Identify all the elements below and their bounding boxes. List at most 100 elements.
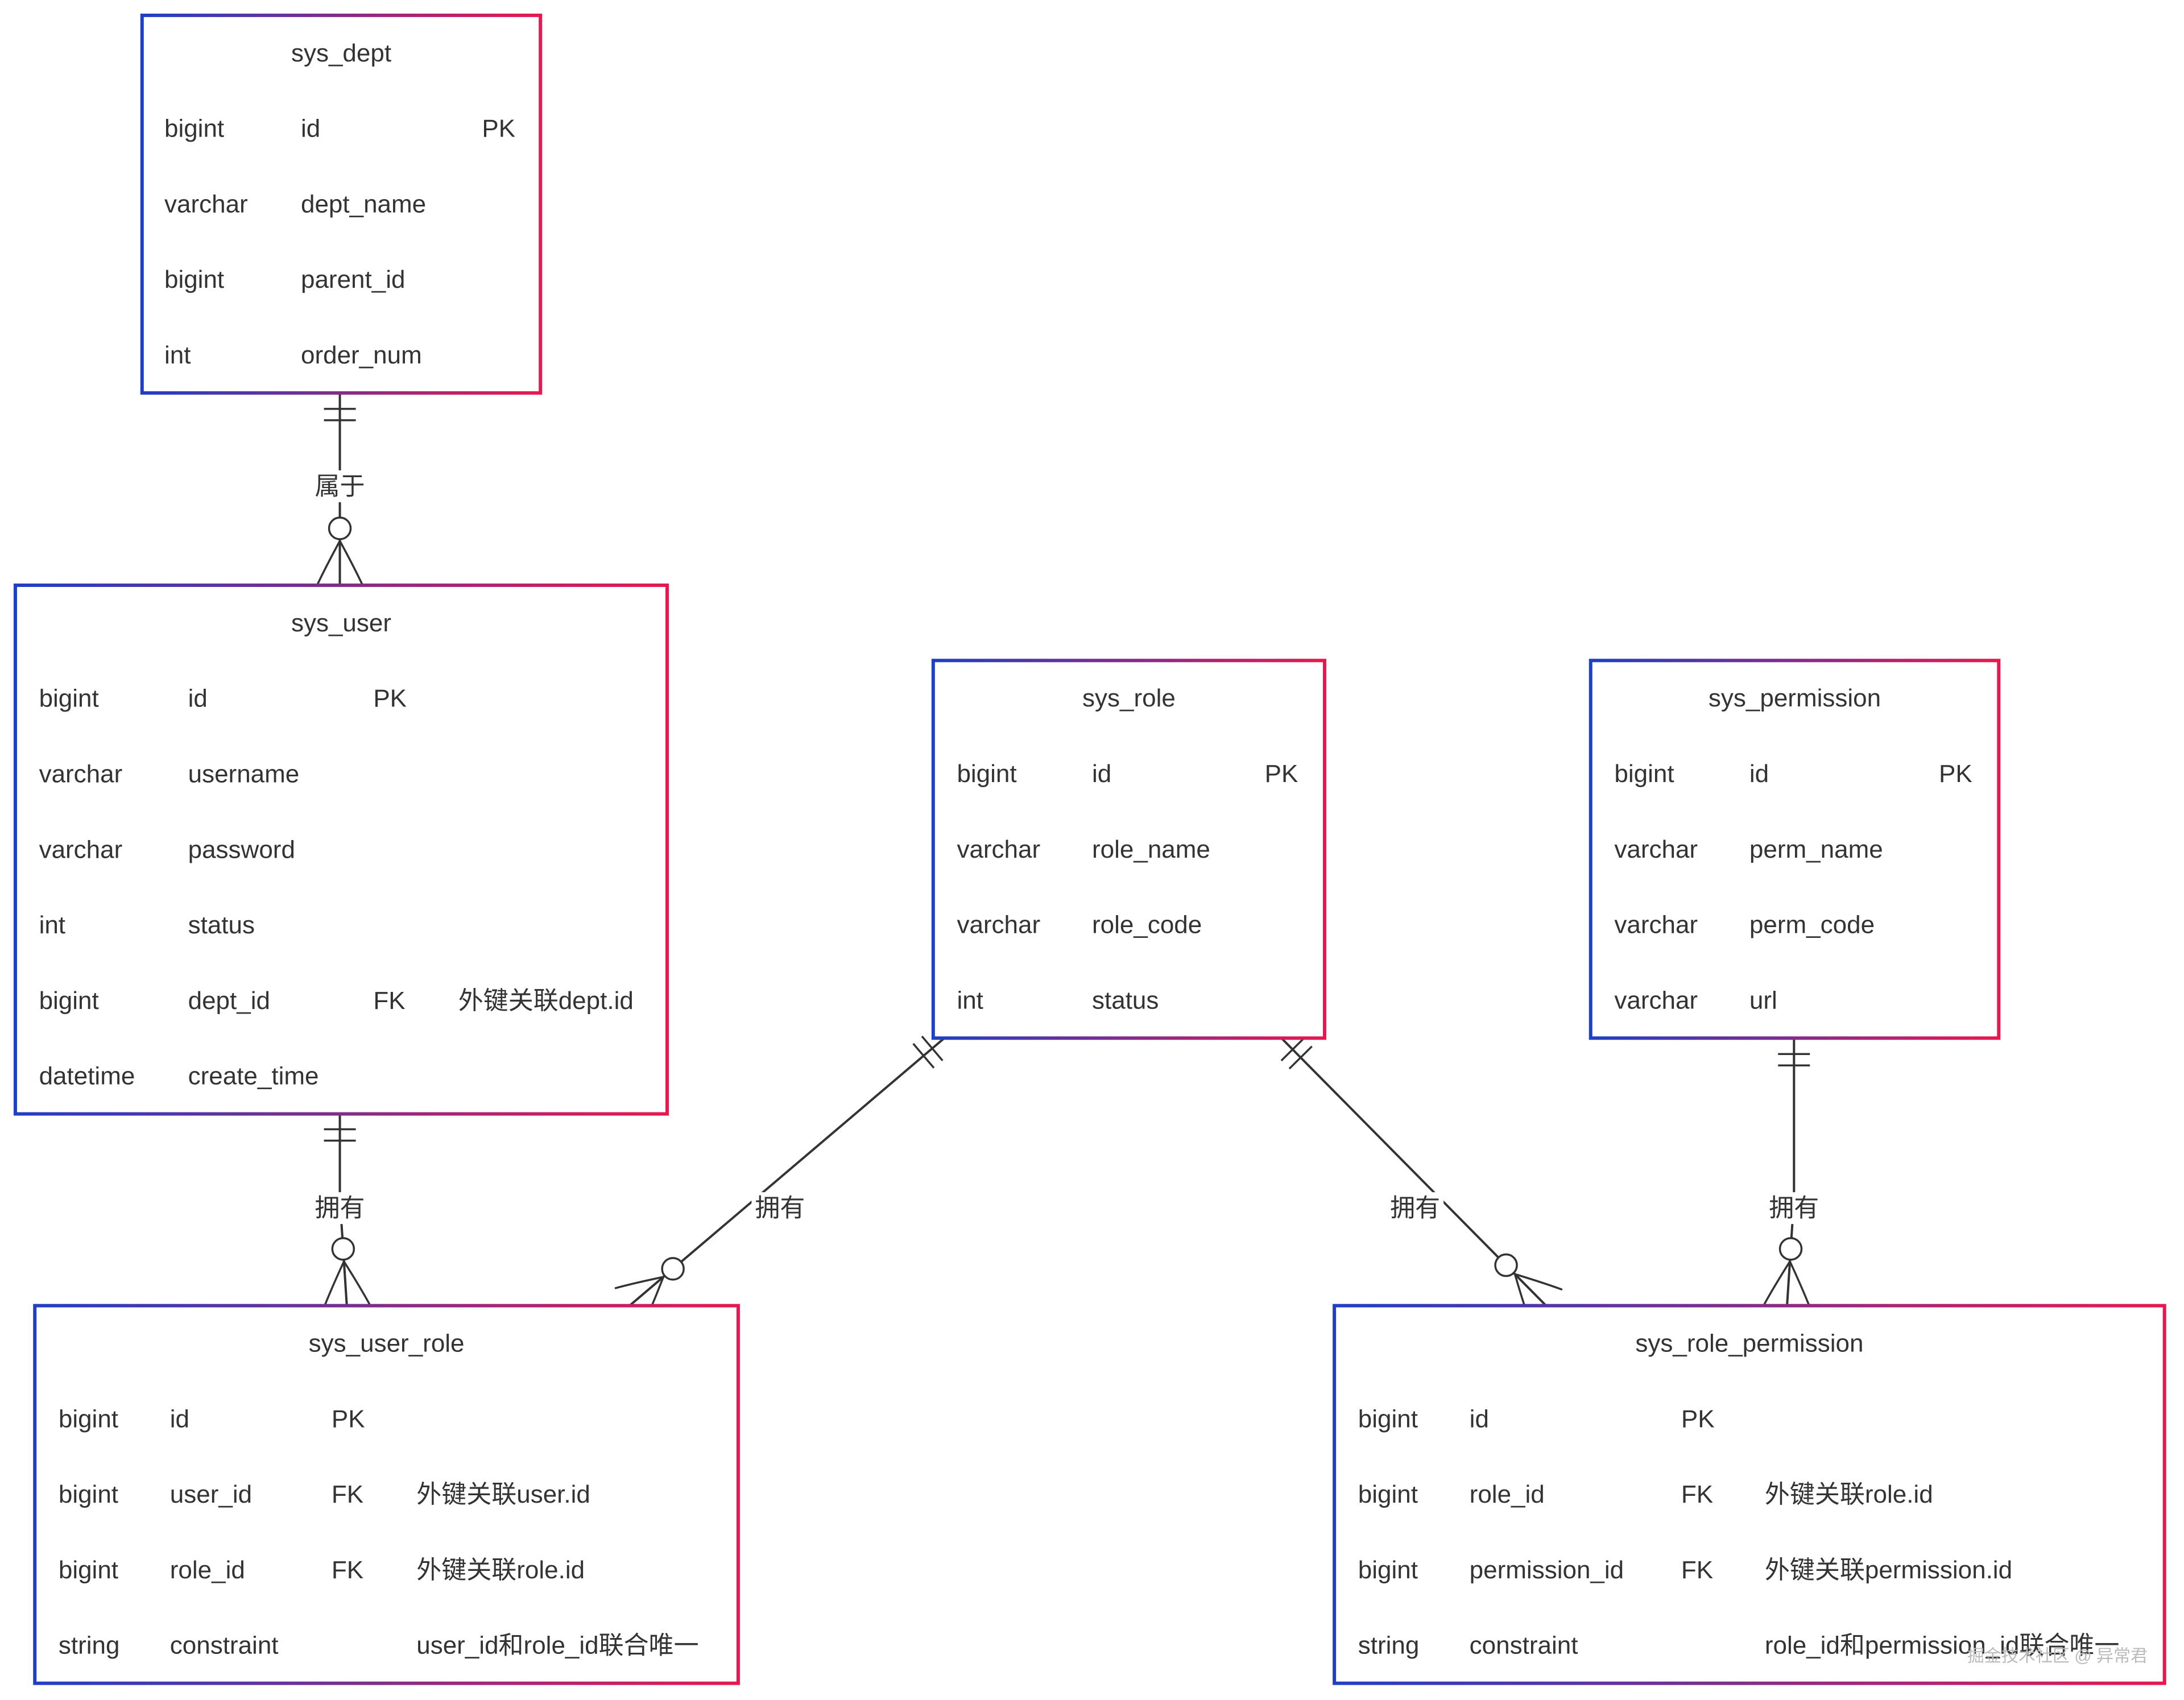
attribute-type: bigint <box>59 1556 118 1584</box>
attribute-name: perm_code <box>1749 911 1875 939</box>
attribute-type: datetime <box>39 1062 135 1090</box>
attribute-name: role_code <box>1092 911 1202 939</box>
attribute-key: FK <box>373 987 405 1015</box>
attribute-type: varchar <box>1614 986 1698 1014</box>
attribute-name: dept_name <box>301 190 426 218</box>
entity-box <box>33 1304 740 1685</box>
attribute-row: bigint id PK <box>1614 760 1972 788</box>
cardinality-zero-or-many-marker <box>316 516 364 586</box>
attribute-type: bigint <box>164 266 224 293</box>
attribute-key: PK <box>1939 760 1972 788</box>
attribute-row: varchar username <box>39 760 300 788</box>
attribute-type: varchar <box>39 760 123 788</box>
attribute-type: varchar <box>164 190 248 218</box>
attribute-comment: user_id和role_id联合唯一 <box>416 1632 698 1660</box>
attribute-row: varchar perm_code <box>1614 911 1875 939</box>
relationship-label: 拥有 <box>755 1194 805 1222</box>
attribute-name: password <box>188 835 295 863</box>
attribute-type: bigint <box>1614 760 1674 788</box>
relationship-dept-user[interactable]: 属于 <box>311 392 369 586</box>
entity-box <box>931 659 1326 1040</box>
cardinality-zero-or-many-marker <box>614 1257 685 1323</box>
attribute-type: varchar <box>39 835 123 863</box>
attribute-name: create_time <box>188 1062 319 1090</box>
entity-box <box>1589 659 2001 1040</box>
attribute-name: role_id <box>1470 1480 1545 1508</box>
attribute-name: dept_id <box>188 987 270 1015</box>
attribute-type: string <box>59 1632 120 1660</box>
attribute-type: bigint <box>1358 1480 1418 1508</box>
relationship-permission-rolepermission[interactable]: 拥有 <box>1763 1038 1823 1308</box>
attribute-type: bigint <box>957 760 1016 788</box>
attribute-key: FK <box>332 1480 363 1508</box>
attribute-name: constraint <box>170 1632 279 1660</box>
attribute-type: varchar <box>1614 911 1698 939</box>
attribute-key: FK <box>332 1556 363 1584</box>
relationship-label-background <box>1387 1192 1444 1225</box>
attribute-type: varchar <box>957 835 1040 863</box>
attribute-comment: 外键关联permission.id <box>1765 1556 2012 1584</box>
attribute-key: FK <box>1681 1480 1713 1508</box>
attribute-row: bigint dept_id FK 外键关联dept.id <box>39 987 634 1015</box>
relationship-label: 拥有 <box>1390 1194 1440 1222</box>
attribute-comment: 外键关联dept.id <box>458 987 634 1015</box>
cardinality-exactly-one-marker <box>324 408 356 421</box>
entity-box <box>1333 1304 2166 1685</box>
relationships-layer: 属于拥有拥有拥有拥有 <box>311 392 1823 1323</box>
attribute-name: perm_name <box>1749 835 1883 863</box>
cardinality-zero-or-many-marker <box>323 1237 371 1308</box>
entity-title: sys_user <box>291 609 391 637</box>
entity-title: sys_permission <box>1709 684 1881 712</box>
relationship-role-rolepermission[interactable]: 拥有 <box>1280 1037 1563 1322</box>
relationship-label-background <box>311 470 369 503</box>
attribute-type: int <box>957 986 983 1014</box>
relationship-label-background <box>1765 1192 1823 1225</box>
attribute-type: bigint <box>39 685 99 713</box>
relationship-line <box>628 1037 945 1307</box>
attribute-name: status <box>1092 986 1159 1014</box>
attribute-row: int status <box>957 986 1159 1014</box>
attribute-name: id <box>1092 760 1111 788</box>
cardinality-zero-or-many-marker <box>1494 1253 1563 1322</box>
attribute-row: varchar password <box>39 835 295 863</box>
cardinality-exactly-one-marker <box>324 1128 356 1142</box>
relationship-label-background <box>311 1192 369 1225</box>
attribute-type: bigint <box>39 987 99 1015</box>
attribute-name: status <box>188 911 255 939</box>
attribute-comment: 外键关联role.id <box>416 1556 585 1584</box>
attribute-name: order_num <box>301 341 422 369</box>
attribute-name: username <box>188 760 300 788</box>
relationship-user-userrole[interactable]: 拥有 <box>311 1113 371 1308</box>
attribute-name: id <box>170 1405 189 1433</box>
attribute-type: varchar <box>1614 835 1698 863</box>
attribute-row: varchar perm_name <box>1614 835 1883 863</box>
attribute-comment: role_id和permission_id联合唯一 <box>1765 1632 2120 1660</box>
attribute-key: PK <box>1265 760 1298 788</box>
relationship-label: 属于 <box>315 473 365 501</box>
attribute-type: bigint <box>59 1405 118 1433</box>
attribute-name: id <box>1749 760 1769 788</box>
relationship-label: 拥有 <box>315 1194 365 1222</box>
attribute-name: user_id <box>170 1480 252 1508</box>
relationship-role-userrole[interactable]: 拥有 <box>614 1035 945 1323</box>
attribute-name: id <box>301 115 320 143</box>
attribute-row: varchar dept_name <box>164 190 426 218</box>
cardinality-exactly-one-marker <box>912 1035 944 1069</box>
